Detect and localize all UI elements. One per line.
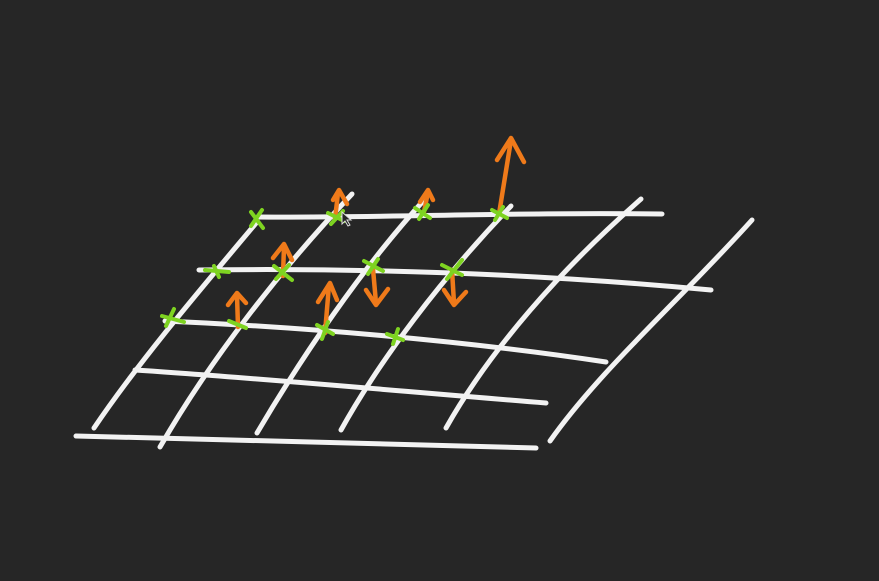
- grid-column-line-6: [547, 217, 755, 444]
- grid-row-line-2: [196, 267, 714, 293]
- control-point-mark: [160, 307, 186, 328]
- control-point-mark: [440, 258, 464, 281]
- control-points: [160, 203, 509, 346]
- grid-column-line-4: [338, 203, 514, 433]
- grid-column-line-3: [254, 196, 428, 436]
- displacement-arrows: [225, 135, 527, 336]
- control-point-mark: [249, 208, 265, 230]
- control-point-mark: [362, 257, 385, 276]
- grid-row-line-4: [132, 367, 549, 406]
- grid-column-lines: [91, 191, 755, 450]
- grid-row-line-3: [162, 318, 609, 365]
- grid-horizontal-lines: [73, 211, 714, 451]
- grid-column-line-5: [443, 196, 644, 431]
- control-point-mark: [272, 263, 294, 282]
- control-point-mark: [203, 264, 231, 279]
- mouse-pointer-icon[interactable]: [341, 210, 353, 227]
- control-point-mark: [413, 203, 432, 221]
- control-point-mark: [385, 327, 405, 346]
- arrow-down-medium: [363, 266, 391, 308]
- arrow-up-medium: [225, 290, 249, 330]
- grid-column-line-1: [91, 219, 260, 431]
- grid-column-line-2: [157, 191, 355, 450]
- grid-row-line-5: [73, 433, 539, 451]
- control-point-mark: [315, 320, 335, 341]
- arrow-down-medium: [441, 267, 469, 308]
- grid-row-line-1: [255, 211, 665, 220]
- control-point-mark: [490, 205, 509, 222]
- control-point-mark: [326, 209, 346, 226]
- control-point-mark: [227, 319, 248, 330]
- arrow-up-large: [494, 135, 527, 217]
